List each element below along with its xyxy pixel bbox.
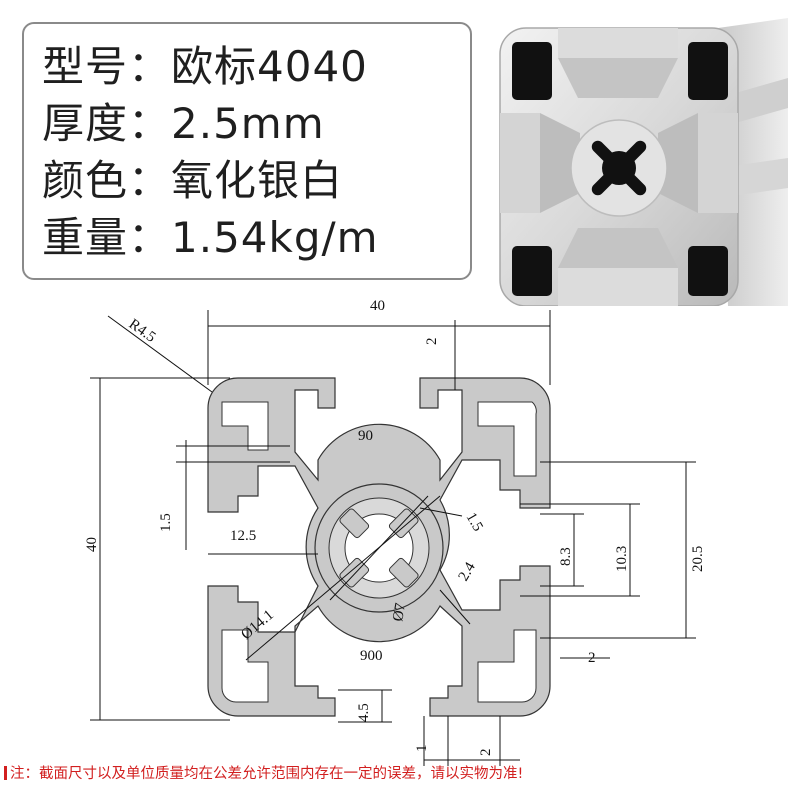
dim-angle-bottom: 900 — [360, 648, 383, 664]
dim-h-mid: 10.3 — [614, 546, 630, 572]
dim-wall-diag: 1.5 — [463, 510, 486, 534]
spec-value: 1.54kg/m — [171, 213, 379, 262]
dim-slot-width: 1.5 — [158, 513, 174, 532]
dim-h-inner: 8.3 — [558, 547, 574, 566]
dim-bottom-slot: 4.5 — [356, 703, 372, 722]
dim-right-gap: 2 — [588, 650, 596, 666]
spec-box: 型号：欧标4040 厚度：2.5mm 颜色：氧化银白 重量：1.54kg/m — [22, 22, 472, 280]
dim-slot-top: 2 — [424, 338, 440, 346]
dim-h-outer: 20.5 — [690, 546, 706, 572]
dim-angle-top: 90 — [358, 428, 373, 444]
dim-slot-depth: 12.5 — [230, 528, 256, 544]
section-drawing: 40 40 R4.5 2 90 900 1.5 12.5 1.5 2.4 Ø7 … — [84, 298, 706, 766]
spec-row-color: 颜色：氧化银白 — [42, 152, 470, 209]
note-text: 注：截面尺寸以及单位质量均在公差允许范围内存在一定的误差，请以实物为准! — [10, 766, 524, 782]
disclaimer-note: 注：截面尺寸以及单位质量均在公差允许范围内存在一定的误差，请以实物为准! — [4, 760, 800, 788]
dim-height-left: 40 — [84, 537, 100, 552]
spec-value: 2.5mm — [171, 99, 325, 148]
profile-photo — [499, 18, 788, 306]
spec-label: 重量： — [42, 213, 172, 262]
dim-width-top: 40 — [370, 298, 385, 314]
note-marker — [4, 766, 7, 780]
spec-value: 氧化银白 — [171, 156, 344, 205]
dim-dia-center: Ø7 — [390, 601, 409, 622]
dimension-lines — [90, 310, 696, 766]
spec-label: 型号： — [42, 42, 172, 91]
spec-row-weight: 重量：1.54kg/m — [42, 209, 470, 266]
spec-label: 厚度： — [42, 99, 172, 148]
spec-row-thickness: 厚度：2.5mm — [42, 95, 470, 152]
spec-value: 欧标4040 — [171, 42, 368, 91]
dim-diag: 2.4 — [456, 559, 479, 584]
dim-bottom-2: 2 — [478, 749, 494, 757]
spec-row-model: 型号：欧标4040 — [42, 38, 470, 95]
spec-label: 颜色： — [42, 156, 172, 205]
dim-bottom-1: 1 — [414, 745, 430, 753]
